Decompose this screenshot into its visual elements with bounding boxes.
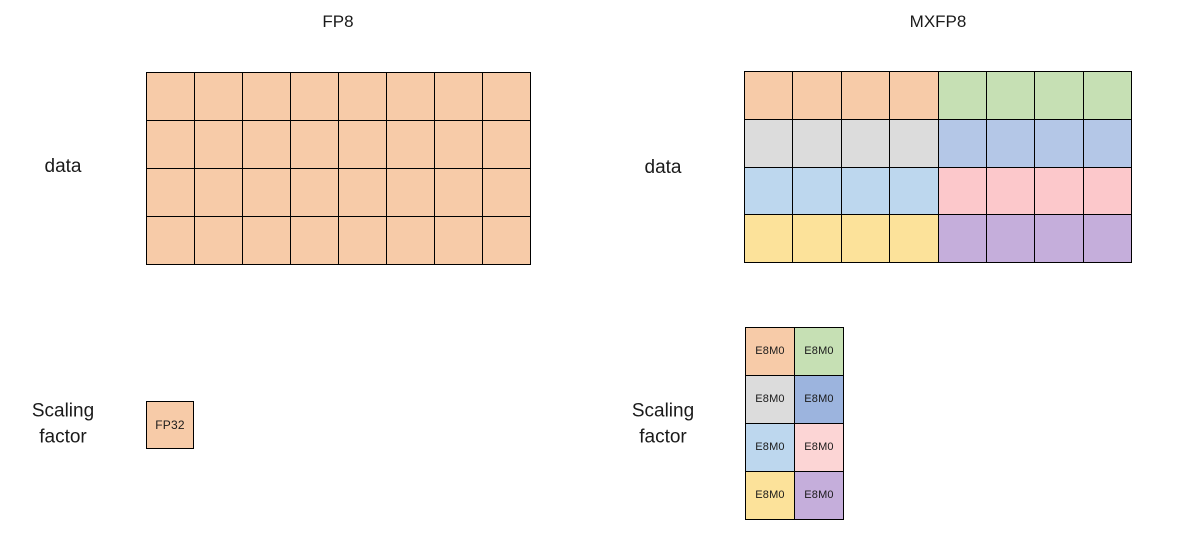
mxfp8-data-grid-cell: [1083, 72, 1131, 119]
fp8-data-grid-cell: [483, 121, 530, 168]
mxfp8-data-grid-cell: [745, 167, 793, 215]
fp8-panel-title: FP8: [322, 12, 354, 31]
mxfp8-data-grid-cell: [1083, 167, 1131, 215]
mxfp8-scaling-factor-grid-cell: E8M0: [795, 328, 843, 375]
fp8-data-grid-cell: [243, 217, 290, 264]
fp8-data-grid-cell: [243, 73, 290, 120]
mxfp8-data-grid-cell: [1083, 215, 1131, 262]
fp8-scaling-factor-grid-cell: FP32: [147, 402, 193, 448]
mxfp8-data-grid-cell: [1083, 119, 1131, 167]
fp8-data-grid-cell: [243, 121, 290, 168]
mxfp8-data-grid-cell: [1035, 215, 1083, 262]
fp8-data-grid-cell: [483, 73, 530, 120]
mxfp8-data-grid-cell: [986, 119, 1035, 167]
mxfp8-data-grid-cell: [938, 167, 986, 215]
fp8-data-grid-cell: [291, 217, 338, 264]
mxfp8-scaling-factor-label: Scaling factor: [631, 400, 695, 447]
mxfp8-data-grid-cell: [890, 167, 938, 215]
mxfp8-data-grid-cell: [793, 215, 841, 262]
fp8-scaling-factor-grid: FP32: [146, 401, 194, 449]
fp8-data-grid-cell: [339, 169, 386, 216]
mxfp8-data-grid-cell: [1035, 167, 1083, 215]
mxfp8-data-grid: [744, 71, 1132, 263]
fp8-data-grid-cell: [243, 169, 290, 216]
mxfp8-data-grid-cell: [793, 167, 841, 215]
mxfp8-data-grid-cell: [841, 72, 890, 119]
fp8-data-grid-cell: [387, 217, 434, 264]
mxfp8-data-grid-cell: [938, 215, 986, 262]
mxfp8-scaling-factor-grid-cell: E8M0: [746, 376, 794, 423]
fp8-data-grid-cell: [147, 73, 194, 120]
mxfp8-data-grid-cell: [841, 215, 890, 262]
mxfp8-data-grid-cell: [745, 215, 793, 262]
mxfp8-scaling-factor-grid-cell: E8M0: [746, 424, 794, 471]
fp8-data-grid-cell: [483, 169, 530, 216]
fp8-data-grid-cell: [339, 73, 386, 120]
fp8-data-grid-cell: [483, 217, 530, 264]
mxfp8-data-grid-cell: [986, 215, 1035, 262]
fp8-data-grid-cell: [195, 121, 242, 168]
fp8-data-grid-cell: [387, 169, 434, 216]
fp8-data-grid-cell: [435, 169, 482, 216]
fp8-data-grid-cell: [147, 121, 194, 168]
mxfp8-data-grid-cell: [986, 167, 1035, 215]
mxfp8-scaling-factor-grid-cell: E8M0: [746, 328, 794, 375]
fp8-data-grid-cell: [339, 121, 386, 168]
fp8-data-grid-cell: [291, 169, 338, 216]
mxfp8-data-grid-cell: [793, 72, 841, 119]
fp8-data-grid: [146, 72, 531, 265]
mxfp8-data-grid-cell: [938, 119, 986, 167]
mxfp8-data-grid-cell: [745, 72, 793, 119]
mxfp8-data-grid-cell: [793, 119, 841, 167]
mxfp8-scaling-factor-grid-cell: E8M0: [795, 424, 843, 471]
mxfp8-data-grid-cell: [890, 215, 938, 262]
mxfp8-panel-title: MXFP8: [909, 12, 967, 31]
fp8-data-grid-cell: [291, 121, 338, 168]
fp8-data-grid-cell: [195, 169, 242, 216]
fp8-data-grid-cell: [435, 73, 482, 120]
fp8-data-label: data: [44, 156, 82, 178]
fp8-scaling-factor-label: Scaling factor: [31, 400, 95, 447]
mxfp8-data-label: data: [644, 157, 682, 179]
fp8-data-grid-cell: [291, 73, 338, 120]
mxfp8-scaling-factor-grid-cell: E8M0: [795, 472, 843, 519]
fp8-data-grid-cell: [435, 217, 482, 264]
mxfp8-data-grid-cell: [890, 119, 938, 167]
fp8-data-grid-cell: [387, 73, 434, 120]
mxfp8-data-grid-cell: [841, 119, 890, 167]
mxfp8-data-grid-cell: [938, 72, 986, 119]
mxfp8-data-grid-cell: [1035, 119, 1083, 167]
fp8-data-grid-cell: [195, 217, 242, 264]
fp8-data-grid-cell: [387, 121, 434, 168]
fp8-data-grid-cell: [147, 217, 194, 264]
mxfp8-data-grid-cell: [841, 167, 890, 215]
fp8-data-grid-cell: [147, 169, 194, 216]
mxfp8-data-grid-cell: [745, 119, 793, 167]
fp8-data-grid-cell: [195, 73, 242, 120]
mxfp8-data-grid-cell: [986, 72, 1035, 119]
mxfp8-data-grid-cell: [890, 72, 938, 119]
fp8-data-grid-cell: [339, 217, 386, 264]
mxfp8-scaling-factor-grid-cell: E8M0: [795, 376, 843, 423]
fp8-data-grid-cell: [435, 121, 482, 168]
mxfp8-scaling-factor-grid-cell: E8M0: [746, 472, 794, 519]
mxfp8-data-grid-cell: [1035, 72, 1083, 119]
